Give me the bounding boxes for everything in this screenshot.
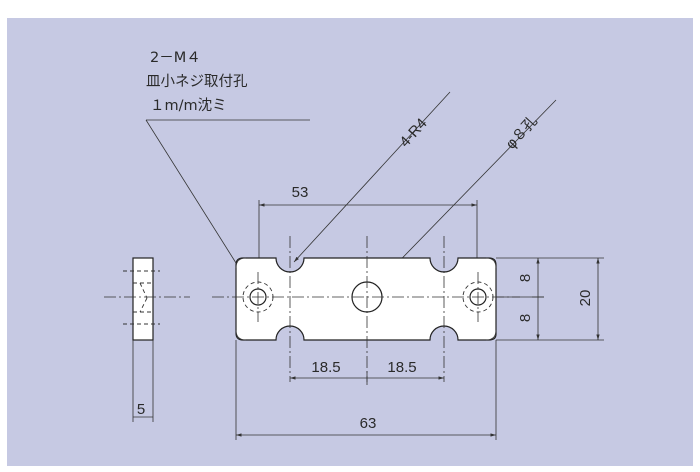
callout-line-2: 皿小ネジ取付孔 — [146, 73, 248, 90]
dimension-half-heights: 8 8 — [496, 257, 604, 341]
callout-line-3: １m/m沈ミ — [150, 97, 227, 114]
dimension-overall-height: 20 — [577, 258, 600, 340]
dimension-pitch-left-label: 18.5 — [311, 359, 340, 376]
dimension-pitch-right-label: 18.5 — [387, 359, 416, 376]
front-view — [212, 236, 520, 382]
dimension-overall-height-label: 20 — [577, 290, 594, 307]
mounting-hole-callout: 2－M４ 皿小ネジ取付孔 １m/m沈ミ — [145, 50, 310, 291]
corner-radius — [235, 329, 247, 341]
dimension-top-span-label: 53 — [292, 184, 309, 201]
side-view-outline — [132, 257, 154, 341]
callout-leader — [145, 119, 254, 291]
drawing-panel — [7, 18, 693, 466]
hole-leader — [376, 99, 557, 285]
dimension-overall-length: 63 — [235, 340, 497, 440]
dimension-pitch: 18.5 18.5 — [290, 359, 444, 385]
dimension-overall-length-label: 63 — [360, 415, 377, 432]
dimension-half-height-top-label: 8 — [517, 274, 534, 282]
corner-radius — [485, 257, 497, 269]
dimension-half-height-bottom-label: 8 — [517, 314, 534, 322]
dimension-top-span: 53 — [258, 184, 478, 258]
callout-line-1: 2－M４ — [150, 50, 201, 66]
corner-radius — [485, 329, 497, 341]
corner-radius — [235, 257, 247, 269]
side-view — [104, 257, 190, 341]
dimension-thickness-label: 5 — [137, 401, 145, 418]
dimension-thickness: 5 — [132, 340, 154, 422]
radius-leader — [293, 91, 451, 263]
